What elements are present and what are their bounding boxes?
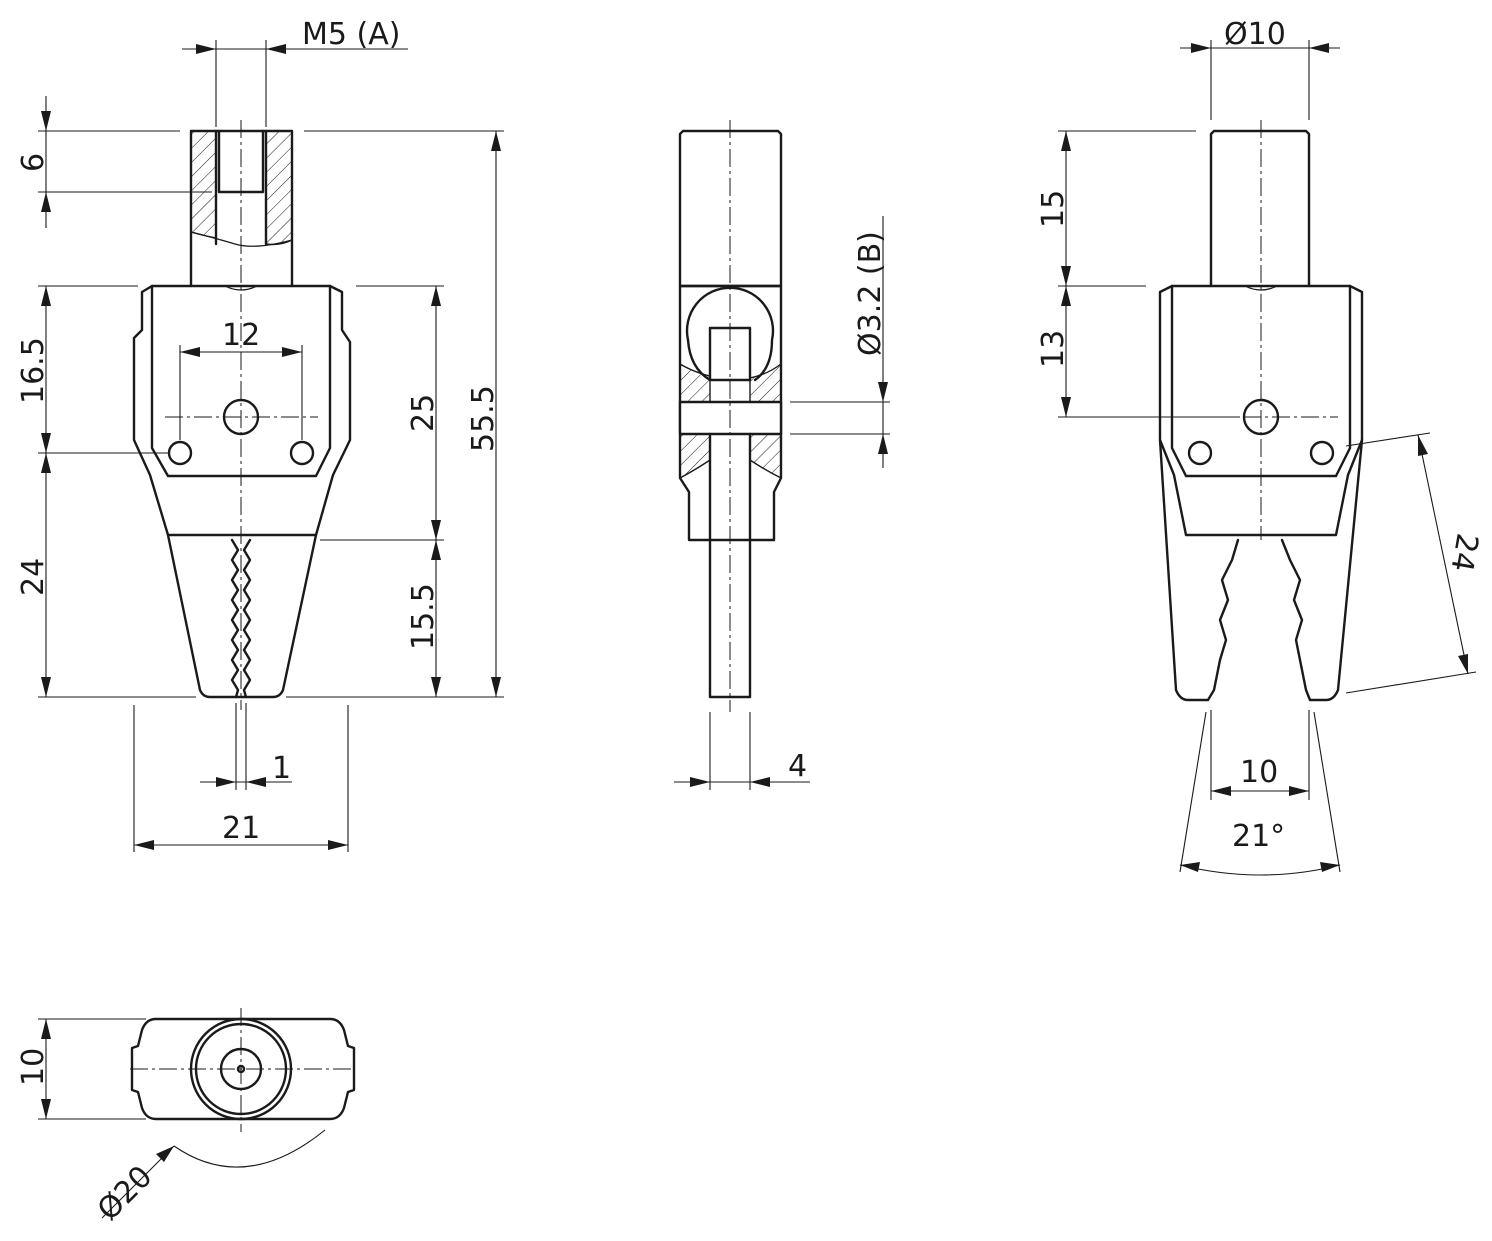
front-shank-outline	[189, 129, 294, 288]
dim-jaw-thickness-label: 4	[788, 749, 807, 784]
front-pin-hole-left	[167, 440, 193, 466]
dim-hole-offset-label: 13	[1036, 330, 1071, 368]
front-jaw-outline	[166, 533, 318, 699]
dim-thread-label: M5 (A)	[302, 17, 400, 52]
dim-width-label: 21	[222, 811, 260, 846]
dim-shank-length-label: 15	[1036, 190, 1071, 228]
dim-jaw-gap-label: 1	[272, 751, 291, 786]
open-shank-outline	[1209, 129, 1311, 288]
dim-jaw-angle-label: 21°	[1232, 819, 1285, 854]
front-shank-section-right	[265, 130, 293, 246]
dim-jaw-open-length-label: 24	[1443, 531, 1484, 575]
dim-body-height-label: 25	[406, 394, 441, 432]
dim-upper-height-label: 16.5	[16, 337, 51, 404]
side-jaw-blade	[708, 432, 752, 699]
side-body-outline	[678, 284, 783, 542]
dim-thread-depth-label: 6	[16, 153, 51, 172]
dim-jaw-height-label: 24	[16, 558, 51, 596]
dim-jaw-open-gap-label: 10	[1240, 755, 1278, 790]
open-pin-hole-right	[1309, 440, 1335, 466]
dim-jaw-length-label: 15.5	[406, 583, 441, 650]
front-shank-section-left	[190, 130, 217, 239]
open-jaw-left	[1158, 438, 1240, 702]
dim-pin-hole-label: Ø3.2 (B)	[853, 231, 888, 356]
front-jaw-serration-left	[230, 538, 240, 699]
dim-shank-diameter-label: Ø10	[1224, 17, 1286, 52]
bottom-view: 10 Ø20	[16, 1008, 356, 1228]
open-view: Ø10 15 13 24 10 21°	[1036, 17, 1485, 876]
side-ring	[685, 286, 775, 382]
open-pin-hole-left	[1187, 440, 1213, 466]
front-view: M5 (A) 6 12 16.5 24 25 15.5	[16, 17, 504, 852]
open-body-outline	[1158, 284, 1364, 537]
bottom-body-outline	[130, 1017, 356, 1121]
dim-bottom-diameter-label: Ø20	[91, 1159, 159, 1227]
dim-overall-height-label: 55.5	[466, 385, 501, 452]
front-section-break	[190, 231, 293, 247]
front-pin-hole-right	[289, 440, 315, 466]
dim-hole-spacing-label: 12	[222, 318, 260, 353]
front-body-inner	[150, 284, 332, 478]
side-view: Ø3.2 (B) 4	[674, 120, 890, 790]
open-jaw-right	[1280, 438, 1364, 702]
side-ring-inner-left	[686, 338, 712, 382]
front-jaw-serration-right	[242, 538, 252, 699]
dim-bottom-height-label: 10	[16, 1048, 51, 1086]
